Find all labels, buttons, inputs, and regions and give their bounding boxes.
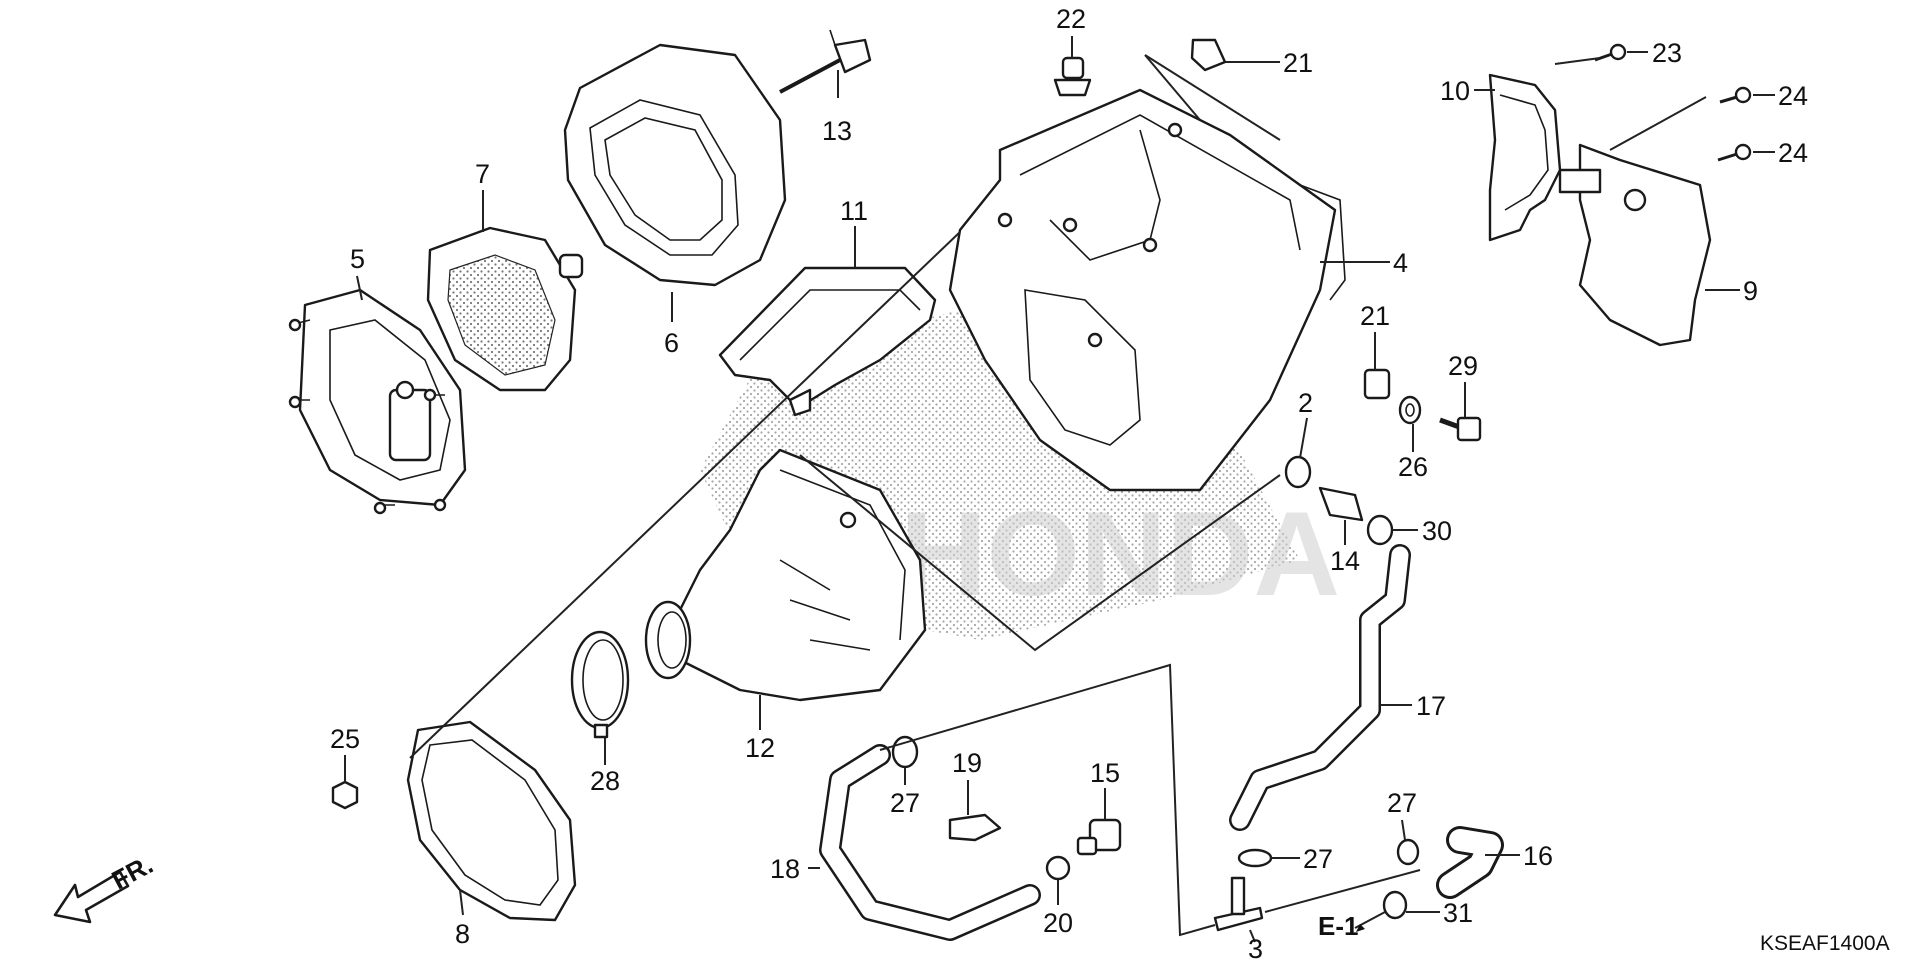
part-7-filter-element (426, 226, 584, 392)
part-9-side-cover (1558, 143, 1712, 347)
callout-12: 12 (745, 733, 775, 763)
callout-24-upper: 24 (1778, 81, 1808, 111)
callout-27-right: 27 (1387, 788, 1417, 818)
part-8-gasket (406, 720, 577, 922)
leader-lines (344, 36, 1775, 943)
part-5-outer-plate (288, 288, 467, 515)
callout-18: 18 (770, 854, 800, 884)
callout-17: 17 (1416, 691, 1446, 721)
callout-3: 3 (1248, 934, 1263, 960)
callout-21-lower: 21 (1360, 301, 1390, 331)
callout-6: 6 (664, 328, 679, 358)
part-13-screw-clip (779, 29, 872, 94)
part-25-nut (331, 780, 359, 810)
callout-27-middle: 27 (1303, 844, 1333, 874)
callout-29: 29 (1448, 351, 1478, 381)
callout-23: 23 (1652, 38, 1682, 68)
part-6-filter-ring (563, 43, 787, 287)
callout-24-lower: 24 (1778, 138, 1808, 168)
callout-13: 13 (822, 116, 852, 146)
part-18-drain-tube (819, 744, 1041, 941)
callout-15: 15 (1090, 758, 1120, 788)
part-17-breather-tube (1229, 544, 1411, 831)
part-3-tee-joint (1213, 876, 1264, 932)
part-19-clip (948, 813, 1002, 842)
callout-19: 19 (952, 748, 982, 778)
part-21-clip-upper (1190, 38, 1227, 72)
callout-11: 11 (840, 196, 868, 226)
part-24-screw-b (1717, 143, 1752, 162)
section-reference: E-1 (1318, 911, 1358, 941)
part-16-elbow-hose (1436, 826, 1504, 899)
callout-26: 26 (1398, 452, 1428, 482)
part-10-cover-plate (1488, 73, 1562, 242)
part-23-screw (1594, 43, 1627, 62)
part-22-grommet (1053, 56, 1092, 97)
callout-27-left: 27 (890, 788, 920, 818)
part-26-washer (1398, 395, 1422, 425)
part-29-bolt (1439, 416, 1482, 442)
callout-22: 22 (1056, 4, 1086, 34)
part-12-intake-duct (644, 448, 927, 702)
callout-labels: 22 21 23 10 24 24 13 7 11 4 9 5 6 21 29 … (330, 4, 1808, 960)
callout-25: 25 (330, 724, 360, 754)
part-11-bracket (718, 266, 937, 417)
part-27-clip-a (891, 735, 919, 769)
part-24-screw-a (1719, 86, 1752, 104)
callout-28: 28 (590, 766, 620, 796)
part-27-clip-c (1396, 838, 1420, 866)
part-27-clip-b (1237, 848, 1273, 868)
callout-14: 14 (1330, 546, 1360, 576)
callout-7: 7 (475, 159, 490, 189)
part-15-cap (1076, 818, 1122, 856)
diagram-code: KSEAF1400A (1760, 932, 1890, 955)
callout-5: 5 (350, 244, 365, 274)
part-31-clip (1382, 890, 1408, 920)
part-14-fitting (1318, 486, 1364, 522)
callout-10: 10 (1440, 76, 1470, 106)
callout-30: 30 (1422, 516, 1452, 546)
callout-8: 8 (455, 919, 470, 949)
part-30-clip (1366, 514, 1394, 546)
part-2-clip (1284, 455, 1312, 489)
callout-20: 20 (1043, 908, 1073, 938)
part-21-clip-lower (1363, 368, 1391, 400)
callout-2: 2 (1298, 388, 1313, 418)
front-direction-arrow: FR. (53, 849, 158, 924)
callout-4: 4 (1393, 248, 1408, 278)
callout-9: 9 (1743, 276, 1758, 306)
part-4-air-box (948, 88, 1346, 492)
callout-16: 16 (1523, 841, 1553, 871)
callout-21-upper: 21 (1283, 48, 1313, 78)
brand-watermark: HONDA (900, 487, 1340, 621)
part-28-clamp-band (570, 630, 630, 739)
part-20-cap (1045, 855, 1071, 881)
callout-31: 31 (1443, 898, 1473, 928)
